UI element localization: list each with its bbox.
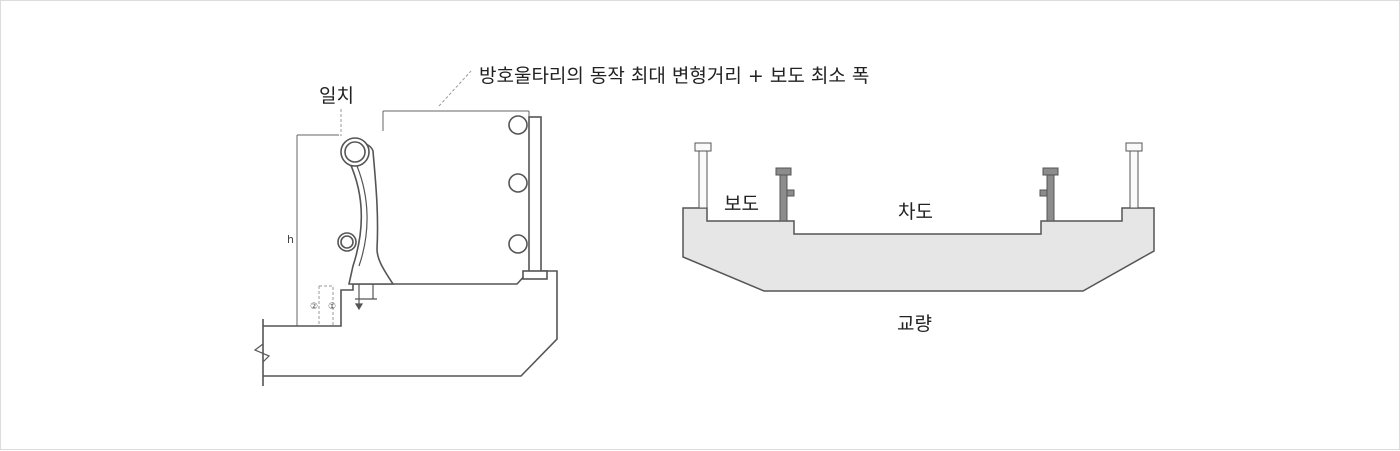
alignment-label: 일치 (319, 85, 354, 107)
leader-lines (318, 70, 472, 326)
outer-railing-post-right (1125, 142, 1143, 209)
rail-pipes (337, 137, 370, 252)
deformation-width-label: 방호울타리의 동작 최대 변형거리 + 보도 최소 폭 (479, 65, 870, 87)
inner-barrier-post-right (1039, 167, 1059, 222)
roadway-label: 차도 (898, 201, 933, 223)
marker-1: ① (328, 302, 337, 312)
marker-2: ② (310, 302, 319, 312)
bridge-deck (682, 207, 1155, 292)
anchor-bolts (354, 284, 377, 311)
barrier-body (348, 142, 395, 285)
deck-outline (262, 270, 558, 386)
barrier-inner-edge (356, 165, 368, 267)
break-symbol (253, 343, 271, 363)
height-label: h (287, 233, 294, 246)
inner-barrier-post-left (775, 167, 795, 222)
right-post (508, 115, 548, 280)
sidewalk-label: 보도 (724, 193, 759, 215)
height-dimension-line (296, 134, 339, 326)
outer-railing-post-left (694, 142, 712, 209)
bridge-label: 교량 (897, 313, 932, 335)
